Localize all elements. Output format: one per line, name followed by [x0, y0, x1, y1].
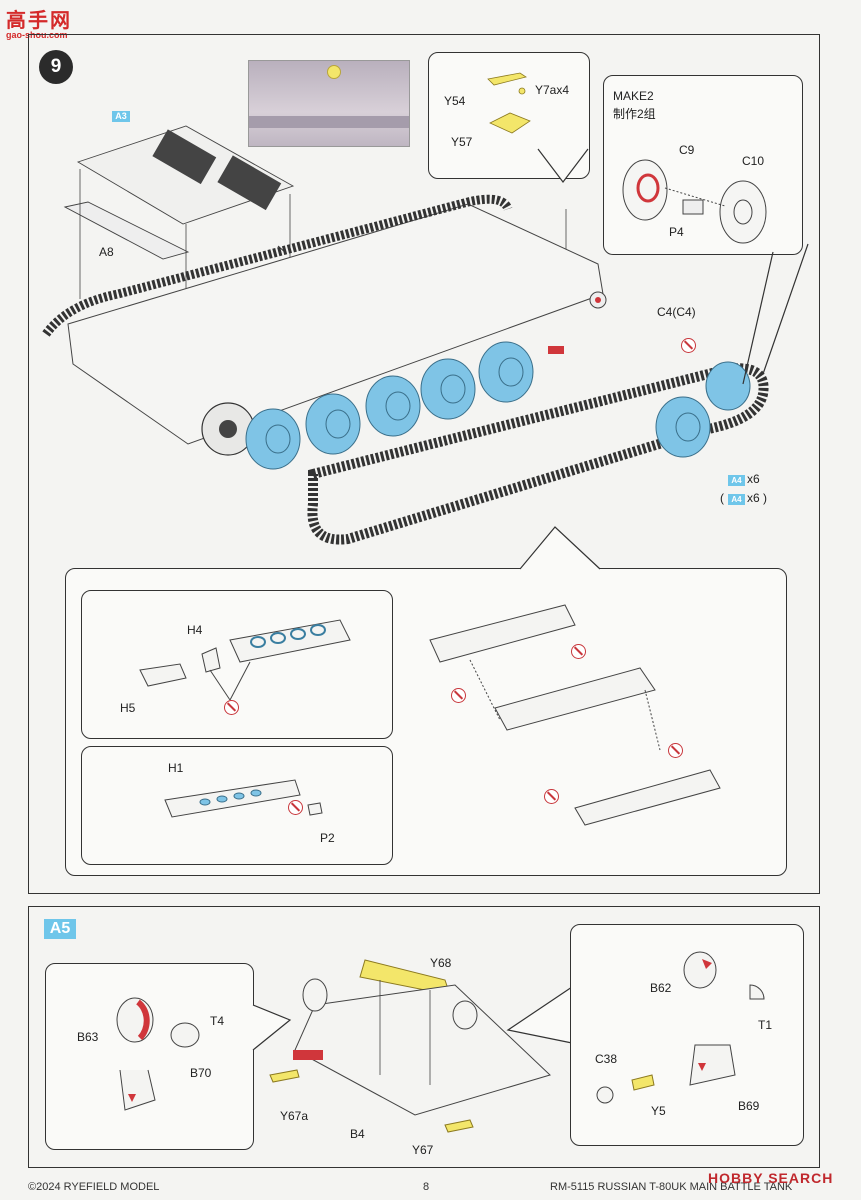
- step-number-badge: 9: [39, 50, 73, 84]
- label-y57: Y57: [451, 135, 473, 149]
- label-y54: Y54: [444, 94, 466, 108]
- no-glue-icon-jig-1: [571, 644, 586, 659]
- label-a4-x6-alt: x6: [747, 491, 760, 505]
- label-h4: H4: [187, 623, 203, 637]
- stepA5-frame: [28, 906, 820, 1168]
- label-t4: T4: [210, 1014, 225, 1028]
- step9-frame: [28, 34, 820, 894]
- label-t1: T1: [758, 1018, 773, 1032]
- part-tag-a4: A4: [728, 475, 745, 486]
- label-a8: A8: [99, 245, 114, 259]
- callout-arrow-a5: [506, 986, 573, 1044]
- label-y67a: Y67a: [280, 1109, 309, 1123]
- no-glue-icon-jig-4: [544, 789, 559, 804]
- road-wheels: [245, 341, 751, 470]
- label-p2: P2: [320, 831, 335, 845]
- no-glue-icon-jig-2: [451, 688, 466, 703]
- h1-drawing: [164, 779, 323, 818]
- chassis-diagram: [42, 125, 809, 545]
- y-parts-drawing: [487, 72, 531, 134]
- engine-deck-plate: [76, 125, 295, 225]
- no-glue-icon-c4: [681, 338, 696, 353]
- label-y5: Y5: [651, 1104, 666, 1118]
- h4-h5-subpanel: [81, 590, 393, 739]
- footer-copyright: ©2024 RYEFIELD MODEL: [28, 1181, 160, 1193]
- part-tag-a4-alt: A4: [728, 494, 745, 505]
- h4-h5-drawing: [139, 619, 351, 701]
- footer-page-number: 8: [423, 1181, 430, 1193]
- label-make2-cn: 制作2组: [613, 107, 656, 121]
- no-glue-icon: [224, 700, 239, 715]
- track-far: [42, 194, 513, 337]
- label-a4-x6: x6: [747, 472, 760, 486]
- b63-drawing: [116, 997, 200, 1111]
- b63-panel: [45, 963, 254, 1150]
- label-c4: C4(C4): [657, 305, 696, 319]
- paren-close: ): [763, 491, 767, 505]
- label-b70: B70: [190, 1066, 212, 1080]
- logo-text: 高手网: [6, 10, 72, 32]
- label-y7ax4: Y7ax4: [535, 83, 570, 97]
- label-b69: B69: [738, 1099, 760, 1113]
- label-h5: H5: [120, 701, 136, 715]
- label-b62: B62: [650, 981, 672, 995]
- site-logo: 高手网 gao-shou.com: [6, 4, 72, 40]
- label-c38: C38: [595, 1052, 618, 1066]
- hull-floor-drawing: [269, 959, 551, 1133]
- red-part-c4: [548, 346, 564, 354]
- make2-wheel-drawing: [622, 159, 767, 244]
- label-y67: Y67: [412, 1143, 434, 1157]
- reference-photo: [248, 60, 410, 147]
- callout-arrow-b63: [252, 1004, 292, 1051]
- no-glue-icon-jig-3: [668, 743, 683, 758]
- label-p4: P4: [669, 225, 684, 239]
- label-make2: MAKE2: [613, 89, 654, 103]
- label-c10: C10: [742, 154, 765, 168]
- label-c9: C9: [679, 143, 695, 157]
- label-h1: H1: [168, 761, 184, 775]
- track-near: [307, 363, 769, 545]
- part-tag-a3: A3: [112, 111, 130, 122]
- step-tag-a5: A5: [44, 919, 76, 939]
- track-link-jig-drawing: [429, 604, 721, 826]
- no-glue-icon-h1: [288, 800, 303, 815]
- label-b4: B4: [350, 1127, 365, 1141]
- footer-title: RM-5115 RUSSIAN T-80UK MAIN BATTLE TANK: [550, 1181, 793, 1193]
- callout-arrow-track: [520, 526, 601, 570]
- label-y68: Y68: [430, 956, 452, 970]
- b62-drawing: [596, 951, 765, 1104]
- logo-subtext: gao-shou.com: [6, 30, 68, 40]
- watermark-hobby-search: HOBBY SEARCH: [708, 1170, 834, 1186]
- paren-open: (: [720, 491, 724, 505]
- label-b63: B63: [77, 1030, 99, 1044]
